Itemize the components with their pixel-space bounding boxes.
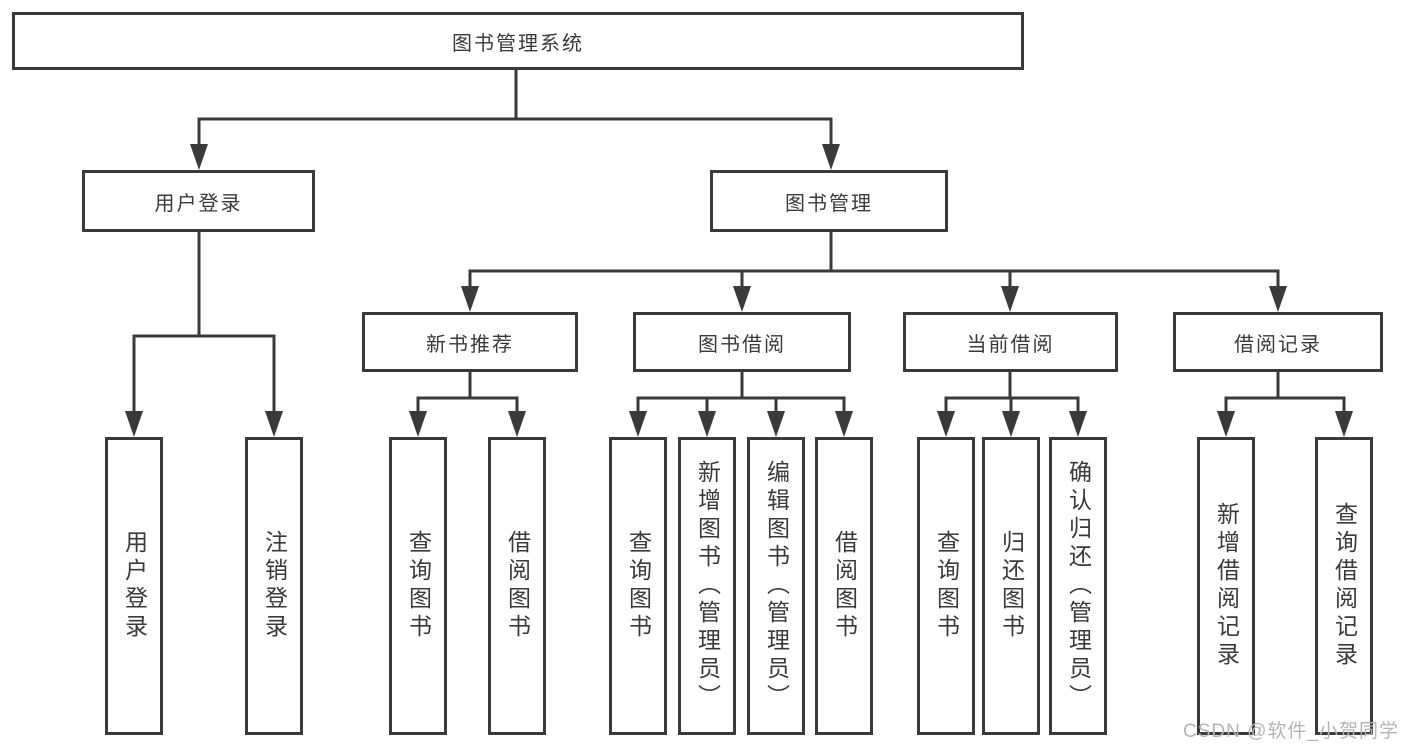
leaf-edit-books-admin-label: 编辑图书（管理员） xyxy=(763,460,790,712)
leaf-query-borrow-record: 查询借阅记录 xyxy=(1315,437,1373,735)
leaf-add-books-admin: 新增图书（管理员） xyxy=(678,437,736,735)
leaf-return-books-label: 归还图书 xyxy=(998,530,1025,642)
leaf-add-borrow-record: 新增借阅记录 xyxy=(1197,437,1255,735)
node-user-login-label: 用户登录 xyxy=(154,192,243,215)
csdn-watermark: CSDN @软件_小贺同学 xyxy=(1183,721,1399,742)
node-root-label: 图书管理系统 xyxy=(452,32,584,55)
node-root: 图书管理系统 xyxy=(12,12,1024,70)
leaf-borrow-books-recommend: 借阅图书 xyxy=(488,437,546,735)
node-new-book-recommend: 新书推荐 xyxy=(362,312,578,372)
leaf-logout-label: 注销登录 xyxy=(261,530,288,642)
leaf-query-borrow-record-label: 查询借阅记录 xyxy=(1331,502,1358,670)
leaf-query-books-current: 查询图书 xyxy=(917,437,975,735)
node-current-borrow: 当前借阅 xyxy=(903,312,1118,372)
leaf-query-books-recommend: 查询图书 xyxy=(389,437,447,735)
leaf-query-books-borrow: 查询图书 xyxy=(609,437,667,735)
leaf-confirm-return-admin: 确认归还（管理员） xyxy=(1049,437,1107,735)
node-user-login: 用户登录 xyxy=(82,170,315,232)
leaf-logout: 注销登录 xyxy=(245,437,303,735)
leaf-user-login-label: 用户登录 xyxy=(121,530,148,642)
leaf-add-borrow-record-label: 新增借阅记录 xyxy=(1213,502,1240,670)
leaf-return-books: 归还图书 xyxy=(982,437,1040,735)
leaf-edit-books-admin: 编辑图书（管理员） xyxy=(747,437,805,735)
leaf-query-books-borrow-label: 查询图书 xyxy=(625,530,652,642)
node-book-management-label: 图书管理 xyxy=(785,192,873,215)
leaf-borrow-books-label: 借阅图书 xyxy=(831,530,858,642)
node-current-borrow-label: 当前借阅 xyxy=(966,333,1055,356)
leaf-add-books-admin-label: 新增图书（管理员） xyxy=(694,460,721,712)
node-book-management: 图书管理 xyxy=(710,170,948,232)
node-book-borrow: 图书借阅 xyxy=(633,312,851,372)
node-borrow-records: 借阅记录 xyxy=(1173,312,1383,372)
node-new-book-recommend-label: 新书推荐 xyxy=(426,333,514,356)
leaf-query-books-recommend-label: 查询图书 xyxy=(405,530,432,642)
leaf-borrow-books: 借阅图书 xyxy=(815,437,873,735)
leaf-borrow-books-recommend-label: 借阅图书 xyxy=(504,530,531,642)
leaf-confirm-return-admin-label: 确认归还（管理员） xyxy=(1065,460,1092,712)
node-book-borrow-label: 图书借阅 xyxy=(698,333,786,356)
leaf-user-login: 用户登录 xyxy=(105,437,163,735)
node-borrow-records-label: 借阅记录 xyxy=(1234,333,1322,356)
leaf-query-books-current-label: 查询图书 xyxy=(933,530,960,642)
